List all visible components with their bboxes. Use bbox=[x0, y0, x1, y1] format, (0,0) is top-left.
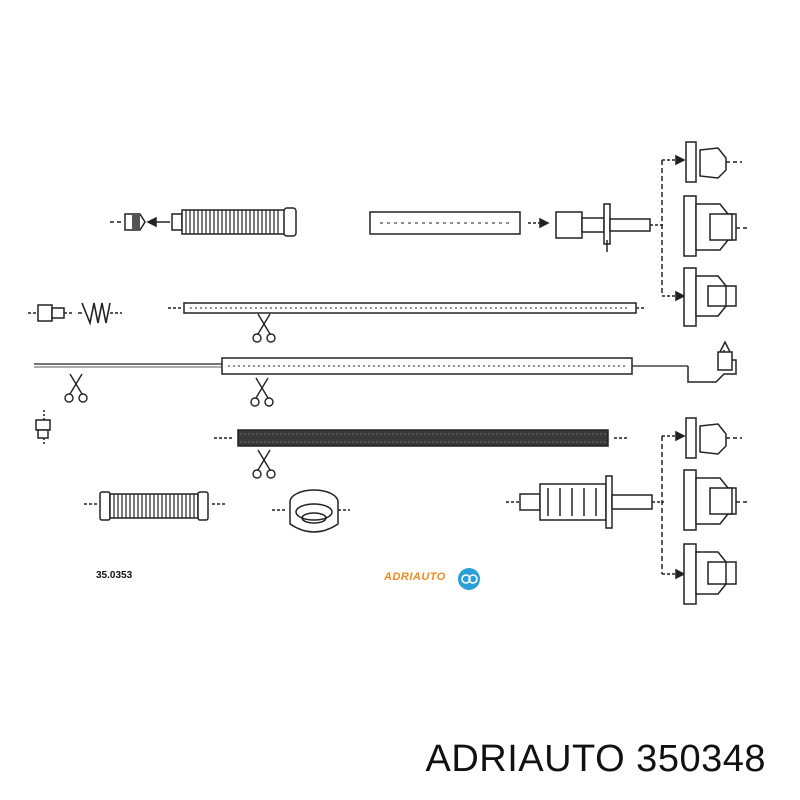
brand-logo: ADRIAUTO bbox=[384, 566, 484, 592]
logo-emblem-icon bbox=[458, 568, 480, 590]
grommet bbox=[272, 489, 350, 533]
outer-cable-row2 bbox=[168, 302, 646, 314]
product-caption: ADRIAUTO 350348 bbox=[425, 738, 766, 780]
spring-row2 bbox=[78, 302, 122, 326]
clip-fitting-left bbox=[35, 410, 51, 446]
inner-wire-row3 bbox=[34, 340, 737, 383]
sleeve-tube bbox=[369, 211, 521, 235]
adjuster-bottom bbox=[506, 475, 664, 529]
outer-cable-row4 bbox=[214, 429, 628, 447]
bellows-boot-bottom bbox=[84, 491, 226, 521]
arrow-right-icon bbox=[528, 217, 550, 229]
scissors-icon bbox=[64, 373, 88, 403]
fitting-left-row2 bbox=[28, 304, 72, 322]
connector-group-a bbox=[661, 141, 748, 327]
arrow-left-icon bbox=[146, 216, 170, 228]
logo-text: ADRIAUTO bbox=[384, 571, 446, 583]
scissors-icon bbox=[252, 313, 276, 343]
scissors-icon bbox=[250, 377, 274, 407]
connector-group-b bbox=[661, 417, 748, 605]
scissors-icon bbox=[252, 449, 276, 479]
part-number-label: 35.0353 bbox=[96, 570, 133, 581]
dust-cap-top bbox=[110, 213, 146, 231]
bellows-boot-top bbox=[171, 207, 297, 237]
adjuster-top bbox=[555, 203, 664, 252]
